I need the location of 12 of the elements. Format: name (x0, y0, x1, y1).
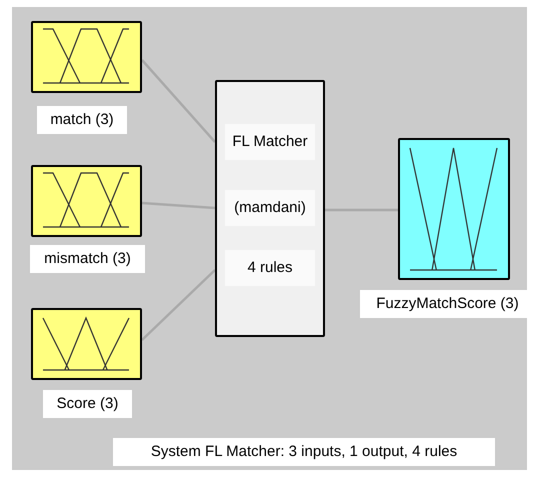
variable-label: mismatch (3) (30, 245, 145, 273)
system-text: FL Matcher (225, 124, 315, 160)
variable-label: Score (3) (43, 390, 132, 418)
connector-line (141, 269, 216, 341)
variable-label: match (3) (37, 106, 127, 134)
system-text: 4 rules (225, 250, 315, 286)
connector-line (142, 202, 216, 210)
system-text: (mamdani) (225, 190, 315, 226)
connector-line (325, 208, 398, 212)
connector-line (141, 59, 216, 143)
system-box (215, 80, 325, 337)
caption: System FL Matcher: 3 inputs, 1 output, 4 rules (113, 438, 495, 466)
